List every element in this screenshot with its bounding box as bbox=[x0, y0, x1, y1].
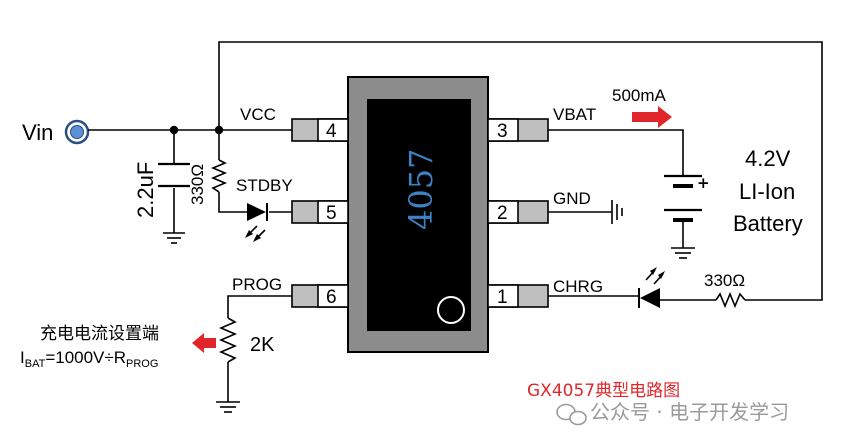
watermark-text: 公众号 · 电子开发学习 bbox=[590, 400, 789, 424]
ground-icon-prog bbox=[216, 401, 240, 413]
current-label: 500mA bbox=[612, 86, 667, 105]
led-stdby-icon bbox=[245, 203, 268, 242]
pin-3: 3 bbox=[487, 118, 549, 142]
pin-6: 6 bbox=[291, 284, 349, 308]
wires bbox=[88, 41, 823, 402]
wechat-icon bbox=[556, 403, 587, 426]
pin-4: 4 bbox=[291, 118, 349, 142]
svg-text:5: 5 bbox=[326, 203, 337, 224]
circuit-caption: GX4057典型电路图 bbox=[527, 381, 680, 401]
prog-note-title: 充电电流设置端 bbox=[40, 324, 159, 344]
resistor-stdby-symbol bbox=[210, 159, 228, 193]
pin-name-vbat: VBAT bbox=[553, 105, 596, 124]
pin-name-gnd: GND bbox=[553, 189, 591, 208]
svg-text:6: 6 bbox=[326, 287, 337, 308]
resistor-prog-symbol bbox=[218, 317, 238, 363]
pin-name-chrg: CHRG bbox=[553, 277, 603, 296]
battery-voltage: 4.2V bbox=[745, 146, 791, 171]
pin-name-stdby: STDBY bbox=[236, 176, 293, 195]
svg-text:2: 2 bbox=[497, 203, 508, 224]
resistor-prog-label: 2K bbox=[250, 334, 275, 356]
capacitor-symbol bbox=[158, 162, 190, 188]
capacitor-label: 2.2uF bbox=[133, 162, 158, 218]
battery-icon: + bbox=[664, 174, 710, 222]
prog-arrow-icon bbox=[192, 333, 216, 353]
pin-name-vcc: VCC bbox=[240, 105, 276, 124]
pin-5: 5 bbox=[291, 200, 349, 224]
vin-terminal-icon bbox=[64, 119, 90, 145]
svg-text:+: + bbox=[697, 174, 710, 192]
led-chrg-icon bbox=[638, 267, 665, 308]
pin-2: 2 bbox=[487, 200, 549, 224]
pin-name-prog: PROG bbox=[232, 275, 282, 294]
vin-label: Vin bbox=[22, 120, 53, 145]
current-arrow-icon bbox=[632, 106, 672, 128]
svg-text:3: 3 bbox=[497, 121, 508, 142]
resistor-stdby-label: 330Ω bbox=[188, 164, 207, 205]
svg-text:1: 1 bbox=[497, 287, 508, 308]
svg-text:4: 4 bbox=[326, 121, 337, 142]
ic-package bbox=[347, 76, 489, 353]
battery-word: Battery bbox=[733, 211, 803, 236]
ground-icon-cap bbox=[163, 232, 185, 244]
resistor-chrg-symbol bbox=[715, 291, 746, 309]
prog-formula: IBAT=1000V÷RPROG bbox=[20, 348, 158, 370]
resistor-chrg-label: 330Ω bbox=[704, 271, 745, 290]
pin-1: 1 bbox=[487, 284, 549, 308]
ground-icon-gnd bbox=[611, 200, 623, 224]
chip-marking: 4057 bbox=[402, 149, 440, 230]
battery-type: LI-Ion bbox=[739, 179, 795, 204]
junction-dots bbox=[169, 125, 224, 135]
ground-icon-battery bbox=[671, 247, 695, 259]
